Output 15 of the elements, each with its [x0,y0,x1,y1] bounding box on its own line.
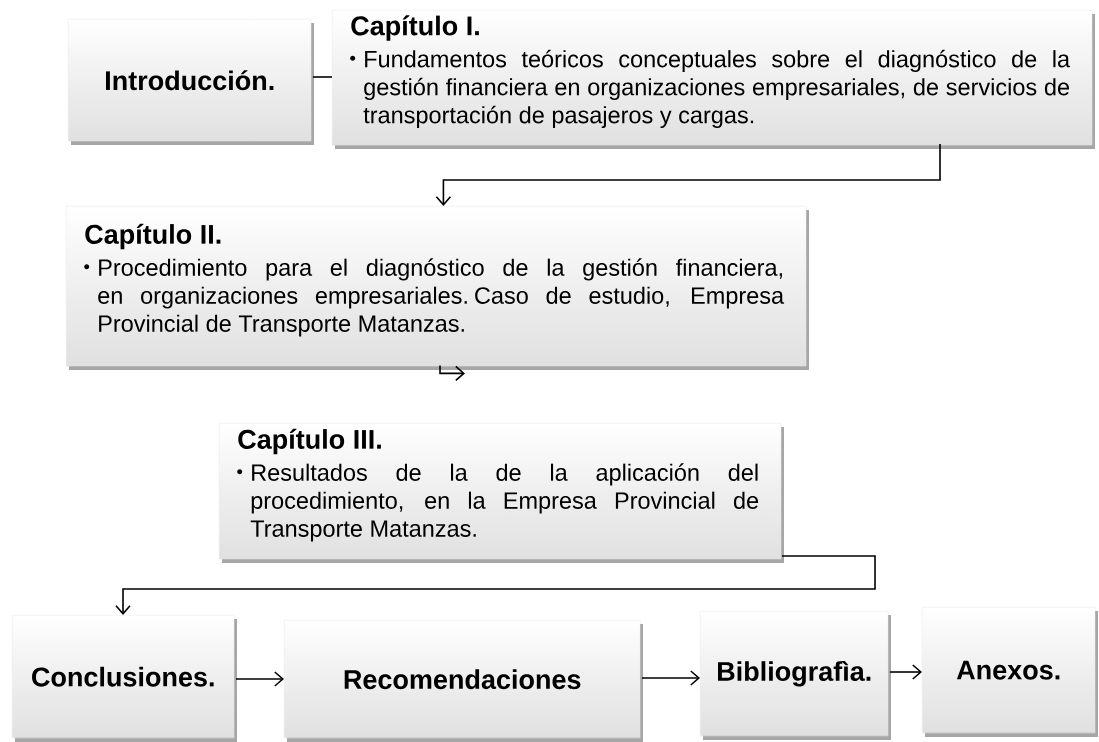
arrow [641,670,700,686]
arrow [439,364,465,382]
arrow [235,671,284,687]
arrow [889,664,922,680]
arrow [115,555,876,615]
chapter-box: Capítulo III. Resultados de la de la aplicación del procedimiento, en la Empresa Provincial de Transporte Matanzas. [219,423,784,563]
section-box: Recomendaciones [284,620,643,742]
section-box: Anexos. [922,607,1098,737]
chapter-box: Capítulo I. Fundamentos teóricos conceptuales sobre el diagnóstico de la gestión financiera en organizaciones empresariales, de servicios de transportación de pasajeros y cargas. [332,10,1095,149]
section-box: Introducción. [68,19,314,145]
arrow [435,143,941,206]
section-box: Bibliografìa. [700,611,891,740]
connector-line [312,76,333,78]
section-box: Conclusiones. [12,615,237,742]
chapter-box: Capítulo II. Procedimiento para el diagnóstico de la gestión financiera, en organizaciones empresariales. Caso de estudio, Empresa Provincial de Transporte Matanzas. [66,206,809,370]
